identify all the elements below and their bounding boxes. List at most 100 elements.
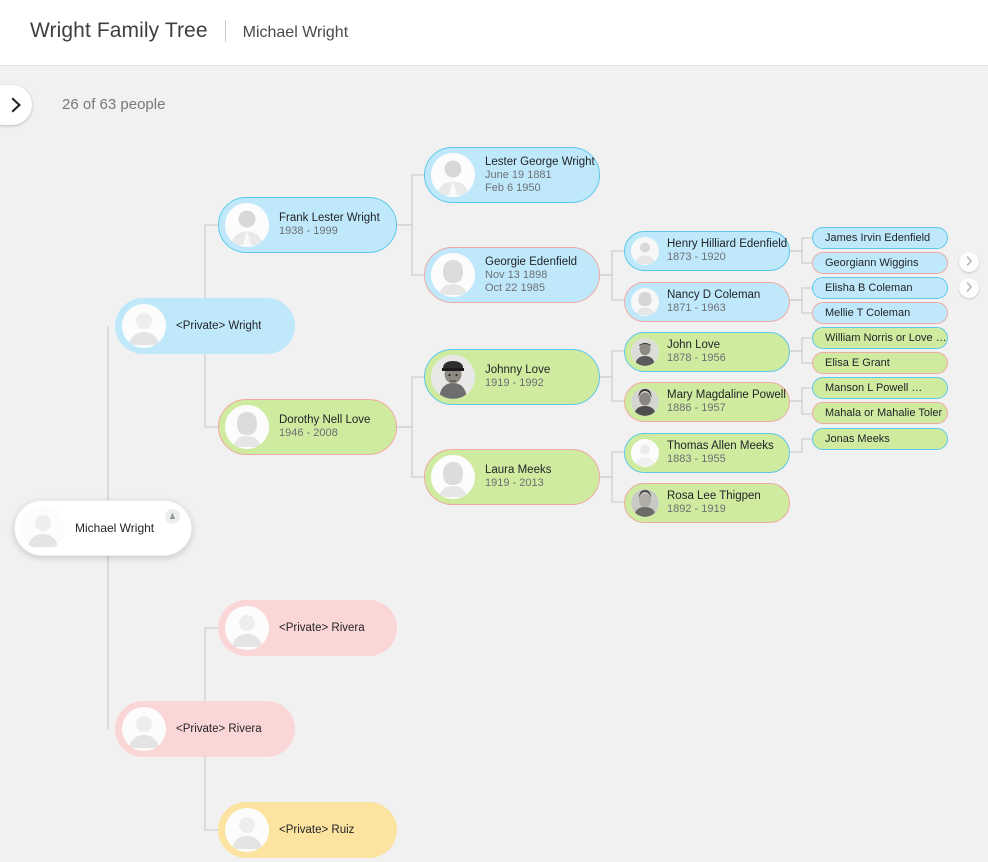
avatar — [122, 707, 166, 751]
person-node-frank-lester-wright[interactable]: Frank Lester Wright 1938 - 1999 — [218, 197, 397, 253]
chevron-right-icon — [966, 253, 973, 271]
page-title: Michael Wright — [242, 23, 349, 41]
person-node-private-rivera-child[interactable]: <Private> Rivera — [218, 600, 397, 656]
person-name: <Private> Rivera — [176, 722, 262, 735]
expand-georgiann-wiggins-button[interactable] — [959, 252, 979, 272]
labels: <Private> Rivera — [279, 622, 365, 635]
person-node-nancy-d-coleman[interactable]: Nancy D Coleman 1871 - 1963 — [624, 282, 790, 322]
person-name: Dorothy Nell Love — [279, 414, 371, 426]
person-name: Henry Hilliard Edenfield — [667, 238, 788, 250]
person-name: <Private> Wright — [176, 319, 262, 332]
tree-canvas[interactable]: Michael Wright ♟ <Private> Wright <Priva… — [0, 138, 988, 862]
labels: <Private> Wright — [176, 320, 261, 333]
person-node-thomas-allen-meeks[interactable]: Thomas Allen Meeks 1883 - 1955 — [624, 433, 790, 473]
chevron-right-icon — [11, 97, 22, 113]
person-node-elisa-e-grant[interactable]: Elisa E Grant — [812, 352, 948, 374]
person-name: Georgiann Wiggins — [825, 256, 919, 269]
person-name: Mahala or Mahalie Toler — [825, 406, 943, 419]
person-node-private-rivera-spouse[interactable]: <Private> Rivera — [115, 701, 295, 757]
person-name: John Love — [667, 339, 721, 351]
person-node-elisha-b-coleman[interactable]: Elisha B Coleman — [812, 277, 948, 299]
person-node-private-ruiz[interactable]: <Private> Ruiz — [218, 802, 397, 858]
labels: <Private> Ruiz — [279, 824, 354, 837]
avatar — [631, 237, 659, 265]
person-birth-date: Nov 13 1898 — [485, 268, 548, 281]
avatar — [431, 253, 475, 297]
person-name: Rosa Lee Thigpen — [667, 490, 761, 502]
sub-bar — [0, 66, 988, 138]
person-dates: 1886 - 1957 — [667, 402, 726, 414]
person-name: Elisha B Coleman — [825, 281, 913, 294]
person-node-manson-l-powell[interactable]: Manson L Powell … — [812, 377, 948, 399]
person-node-mary-magdaline-powell[interactable]: Mary Magdaline Powell 1886 - 1957 — [624, 382, 790, 422]
tree-title[interactable]: Wright Family Tree — [30, 19, 208, 42]
person-node-william-norris-or-love[interactable]: William Norris or Love … — [812, 327, 948, 349]
person-node-mahala-or-mahalie-toler[interactable]: Mahala or Mahalie Toler — [812, 402, 948, 424]
person-name: <Private> Rivera — [279, 621, 365, 634]
avatar — [225, 405, 269, 449]
person-death-date: Feb 6 1950 — [485, 181, 541, 194]
person-node-johnny-love[interactable]: Johnny Love 1919 - 1992 — [424, 349, 600, 405]
avatar — [122, 304, 166, 348]
avatar — [21, 506, 65, 550]
person-name: Mary Magdaline Powell — [667, 389, 786, 401]
avatar — [431, 153, 475, 197]
labels: Georgie Edenfield Nov 13 1898 Oct 22 198… — [485, 256, 577, 295]
person-name: Manson L Powell … — [825, 381, 923, 394]
person-name: Nancy D Coleman — [667, 289, 761, 301]
person-name: James Irvin Edenfield — [825, 231, 931, 244]
focus-person-node[interactable]: Michael Wright ♟ — [14, 500, 192, 556]
person-node-jonas-meeks[interactable]: Jonas Meeks — [812, 428, 948, 450]
person-name: Michael Wright — [75, 521, 155, 535]
person-name: Georgie Edenfield — [485, 255, 578, 268]
labels: Johnny Love 1919 - 1992 — [485, 364, 550, 390]
app-header: Wright Family Tree Michael Wright — [0, 0, 988, 66]
sidebar-expand-button[interactable] — [0, 85, 32, 125]
labels: Rosa Lee Thigpen 1892 - 1919 — [667, 490, 761, 516]
avatar — [225, 606, 269, 650]
person-node-georgie-edenfield[interactable]: Georgie Edenfield Nov 13 1898 Oct 22 198… — [424, 247, 600, 303]
person-node-rosa-lee-thigpen[interactable]: Rosa Lee Thigpen 1892 - 1919 — [624, 483, 790, 523]
avatar — [225, 203, 269, 247]
breadcrumb: Wright Family Tree Michael Wright — [30, 19, 348, 43]
avatar-photo — [631, 388, 659, 416]
person-name: Jonas Meeks — [825, 432, 890, 445]
person-node-john-love[interactable]: John Love 1878 - 1956 — [624, 332, 790, 372]
expand-elisha-b-coleman-button[interactable] — [959, 278, 979, 298]
person-name: Elisa E Grant — [825, 356, 890, 369]
person-name: Frank Lester Wright — [279, 212, 380, 224]
people-count: 26 of 63 people — [62, 96, 166, 113]
person-node-mellie-t-coleman[interactable]: Mellie T Coleman — [812, 302, 948, 324]
labels: Thomas Allen Meeks 1883 - 1955 — [667, 440, 774, 466]
chevron-right-icon — [966, 279, 973, 297]
person-name: Johnny Love — [485, 364, 551, 376]
labels: Laura Meeks 1919 - 2013 — [485, 464, 551, 490]
avatar-photo — [631, 338, 659, 366]
person-badge-icon: ♟ — [165, 509, 180, 524]
breadcrumb-divider — [224, 20, 226, 42]
person-node-james-irvin-edenfield[interactable]: James Irvin Edenfield — [812, 227, 948, 249]
person-node-georgiann-wiggins[interactable]: Georgiann Wiggins — [812, 252, 948, 274]
avatar-photo — [631, 489, 659, 517]
person-dates: 1883 - 1955 — [667, 453, 726, 465]
person-birth-date: June 19 1881 — [485, 168, 552, 181]
person-node-private-wright[interactable]: <Private> Wright — [115, 298, 295, 354]
connector-edges — [14, 174, 812, 831]
person-dates: 1873 - 1920 — [667, 251, 726, 263]
person-dates: 1946 - 2008 — [279, 427, 338, 439]
person-name: Lester George Wright — [485, 155, 595, 168]
person-node-dorothy-nell-love[interactable]: Dorothy Nell Love 1946 - 2008 — [218, 399, 397, 455]
person-name: Thomas Allen Meeks — [667, 440, 774, 452]
labels: Henry Hilliard Edenfield 1873 - 1920 — [667, 238, 787, 264]
person-death-date: Oct 22 1985 — [485, 281, 545, 294]
avatar — [631, 439, 659, 467]
person-node-laura-meeks[interactable]: Laura Meeks 1919 - 2013 — [424, 449, 600, 505]
person-dates: 1919 - 1992 — [485, 377, 544, 389]
person-node-lester-george-wright[interactable]: Lester George Wright June 19 1881 Feb 6 … — [424, 147, 600, 203]
labels: <Private> Rivera — [176, 723, 262, 736]
avatar-photo — [431, 355, 475, 399]
person-dates: 1871 - 1963 — [667, 302, 726, 314]
labels: Nancy D Coleman 1871 - 1963 — [667, 289, 760, 315]
person-node-henry-hilliard-edenfield[interactable]: Henry Hilliard Edenfield 1873 - 1920 — [624, 231, 790, 271]
avatar — [631, 288, 659, 316]
